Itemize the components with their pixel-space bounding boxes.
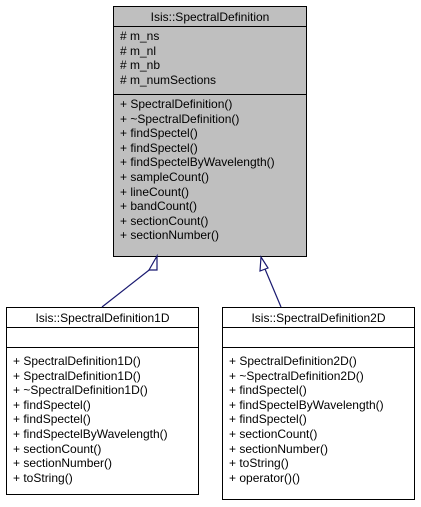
attribute: # m_nb [120,58,161,73]
class-box-spectral-definition[interactable]: Isis::SpectralDefinition # m_ns # m_nl #… [113,6,307,257]
method: + findSpectel() [120,126,198,141]
class-box-spectral-definition-2d[interactable]: Isis::SpectralDefinition2D + SpectralDef… [222,307,415,500]
class-box-spectral-definition-1d[interactable]: Isis::SpectralDefinition1D + SpectralDef… [6,307,199,495]
method: + findSpectelByWavelength() [229,397,384,412]
method: + findSpectel() [120,140,198,155]
method: + sectionNumber() [13,456,113,471]
method: + operator()() [229,470,301,485]
methods-section: + SpectralDefinition2D() + ~SpectralDefi… [223,348,414,487]
method: + sectionCount() [120,213,209,228]
attribute: # m_numSections [120,72,217,87]
method: + toString() [229,456,289,471]
method: + findSpectelByWavelength() [120,155,275,170]
attribute: # m_nl [120,43,157,58]
attribute: # m_ns [120,29,160,43]
method: + ~SpectralDefinition1D() [13,383,148,398]
method: + ~SpectralDefinition2D() [229,368,364,383]
method: + SpectralDefinition1D() [13,354,141,368]
method: + findSpectelByWavelength() [13,426,168,441]
method: + findSpectel() [13,397,91,412]
attributes-section [223,328,414,348]
method: + toString() [13,470,73,485]
methods-section: + SpectralDefinition1D() + SpectralDefin… [7,348,198,487]
method: + SpectralDefinition2D() [229,354,357,368]
method: + findSpectel() [229,412,307,427]
method: + ~SpectralDefinition() [120,111,240,126]
method: + findSpectel() [229,383,307,398]
class-name: Isis::SpectralDefinition [114,7,306,27]
method: + sectionNumber() [120,228,220,243]
method: + sectionCount() [229,426,318,441]
method: + SpectralDefinition() [120,97,233,111]
method: + sectionCount() [13,441,102,456]
method: + sampleCount() [120,169,210,184]
method: + findSpectel() [13,412,91,427]
attributes-section [7,328,198,348]
method: + sectionNumber() [229,441,329,456]
class-name: Isis::SpectralDefinition1D [7,308,198,328]
method: + lineCount() [120,184,190,199]
method: + bandCount() [120,199,198,214]
method: + SpectralDefinition1D() [13,368,141,383]
inheritance-arrow-2d [259,255,282,308]
attributes-section: # m_ns # m_nl # m_nb # m_numSections [114,27,306,95]
methods-section: + SpectralDefinition() + ~SpectralDefini… [114,95,306,245]
inheritance-arrow-1d [101,253,158,308]
class-name: Isis::SpectralDefinition2D [223,308,414,328]
